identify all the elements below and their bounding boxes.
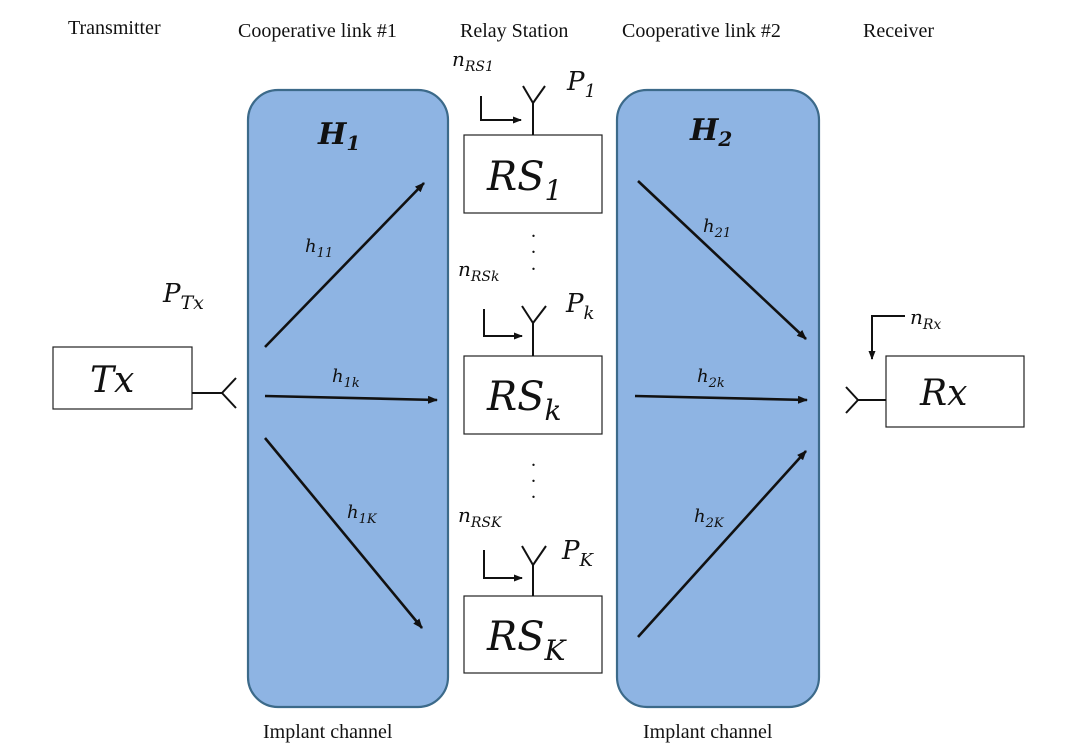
relay-power-label: P1 (566, 67, 596, 102)
rx-antenna-icon (845, 386, 886, 414)
tx-antenna-icon (192, 377, 237, 409)
header-cooperative-link-2: Cooperative link #2 (622, 20, 781, 42)
ellipsis-dot: . (531, 253, 536, 275)
footer-implant-channel-left: Implant channel (263, 721, 393, 743)
link-h2k-label: h2k (697, 366, 725, 391)
channel-h1-label: H1 (317, 117, 360, 155)
header-relay-station: Relay Station (460, 20, 568, 42)
relay-antenna-icon (521, 545, 547, 596)
link-h1K-arrow (263, 437, 424, 629)
relay-noise-label: nRS1 (452, 47, 494, 75)
relay-label: RSK (486, 614, 568, 667)
relay-station-k: RSk nRSk Pk (458, 257, 603, 435)
link-h11-label: h11 (305, 236, 333, 261)
relay-power-label: Pk (565, 289, 594, 324)
rx-noise-label: nRx (910, 305, 941, 333)
relay-box (463, 134, 603, 214)
header-transmitter: Transmitter (68, 17, 161, 39)
relay-ellipsis-lower: . . . (531, 449, 536, 503)
relay-station-K: RSK nRSK PK (458, 503, 603, 674)
link-h2K-arrow (637, 450, 807, 638)
header-cooperative-link-1: Cooperative link #1 (238, 20, 397, 42)
relay-noise-arrow-icon (483, 550, 523, 582)
link-h1k-label: h1k (332, 366, 360, 391)
ellipsis-dot: . (531, 449, 536, 471)
ellipsis-dot: . (531, 220, 536, 242)
relay-ellipsis-upper: . . . (531, 220, 536, 275)
header-receiver: Receiver (863, 20, 934, 42)
channel-h2-label: H2 (689, 113, 732, 151)
link-h21-arrow (637, 180, 807, 340)
link-h1k-arrow (264, 394, 438, 404)
tx-power-label: PTx (162, 279, 204, 314)
link-h1K-label: h1K (347, 502, 378, 527)
relay-noise-label: nRSk (458, 257, 500, 285)
relay-noise-arrow-icon (480, 96, 522, 124)
relay-noise-label: nRSK (458, 503, 503, 531)
link-h21-label: h21 (703, 216, 731, 241)
relay-station-1: RS1 nRS1 P1 (452, 47, 603, 214)
tx-label: Tx (90, 360, 134, 401)
relay-box (463, 595, 603, 674)
relay-label: RSk (486, 374, 562, 427)
ellipsis-dot: . (531, 236, 536, 258)
ellipsis-dot: . (531, 481, 536, 503)
rx-box (885, 355, 1025, 428)
tx-box (52, 346, 193, 410)
link-h2k-arrow (634, 394, 808, 404)
footer-implant-channel-right: Implant channel (643, 721, 773, 743)
rx-label: Rx (919, 373, 967, 414)
relay-antenna-icon (522, 85, 546, 135)
relay-label: RS1 (486, 154, 562, 207)
link-h11-arrow (264, 182, 425, 348)
relay-power-label: PK (561, 536, 595, 571)
relay-noise-arrow-icon (483, 309, 523, 340)
relay-antenna-icon (521, 305, 547, 356)
ellipsis-dot: . (531, 465, 536, 487)
rx-noise-arrow-icon (868, 315, 905, 360)
relay-box (463, 355, 603, 435)
link-h2K-label: h2K (694, 506, 725, 531)
